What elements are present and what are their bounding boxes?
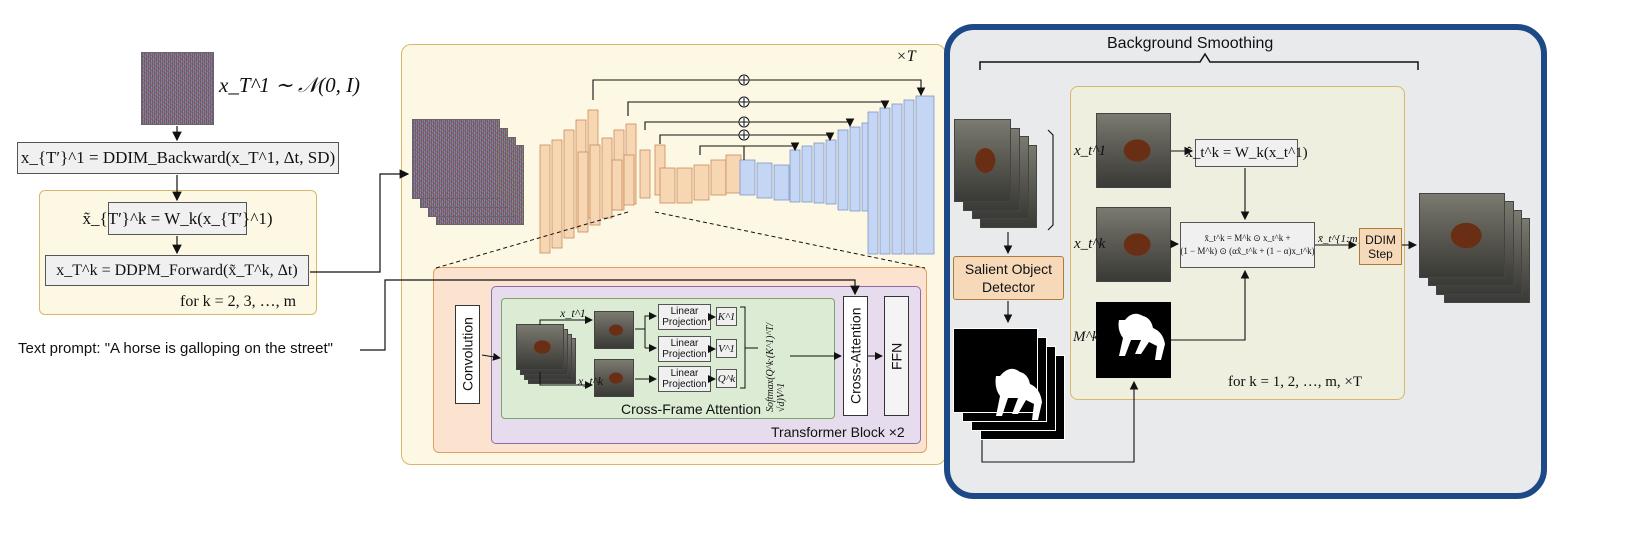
k1-box: K^1 xyxy=(716,307,737,326)
blend-box: x̄_t^k = M^k ⊙ x_t^k + (1 − M^k) ⊙ (αx̂_… xyxy=(1180,222,1315,268)
sm-xtk-label: x_t^k xyxy=(1074,236,1106,252)
ddpm-forward-label: x_T^k = DDPM_Forward(x̃_T^k, Δt) xyxy=(56,261,298,279)
blend-line1: x̄_t^k = M^k ⊙ x_t^k + xyxy=(1204,233,1291,243)
transformer-block-label: Transformer Block ×2 xyxy=(771,424,905,440)
xt1-frame xyxy=(1096,113,1171,188)
unet-times-label: ×T xyxy=(896,48,916,65)
initial-noise-image xyxy=(141,52,214,125)
ddim-step-box: DDIM Step xyxy=(1359,228,1402,265)
noise-formula: x_T^1 ∼ 𝒩(0, I) xyxy=(219,73,361,97)
linear-projection-2-label: Linear Projection xyxy=(662,338,707,360)
xtk-frame xyxy=(1096,207,1171,282)
cf-xt1-label: x_t^1 xyxy=(560,306,586,320)
warp-label: x̃_{T′}^k = W_k(x_{T′}^1) xyxy=(82,208,273,228)
noisy-frame-stack-1 xyxy=(412,119,500,199)
unet-encoder xyxy=(539,109,742,254)
sm-warp-label: x̂_t^k = W_k(x_t^1) xyxy=(1185,144,1308,161)
sm-warp-box: x̂_t^k = W_k(x_t^1) xyxy=(1185,139,1308,167)
cf-frame-current xyxy=(594,359,634,397)
ddim-step-label: DDIM Step xyxy=(1365,232,1396,261)
cf-frame-first xyxy=(594,311,634,349)
linear-projection-1: Linear Projection xyxy=(658,304,711,330)
salient-detector-box: Salient Object Detector xyxy=(953,256,1064,300)
v1-box: V^1 xyxy=(716,339,737,358)
left-loop-label: for k = 2, 3, …, m xyxy=(180,293,297,310)
sm-input-stack-1 xyxy=(954,119,1011,202)
blend-line2: (1 − M^k) ⊙ (αx̂_t^k + (1 − α)x_t^k) xyxy=(1180,246,1315,256)
ddim-backward-box: x_{T′}^1 = DDIM_Backward(x_T^1, Δt, SD) xyxy=(17,142,339,174)
linear-projection-2: Linear Projection xyxy=(658,336,711,362)
linear-projection-3-label: Linear Projection xyxy=(662,368,707,390)
linear-projection-3: Linear Projection xyxy=(658,366,711,392)
smoothing-title: Background Smoothing xyxy=(1107,35,1274,52)
sm-xt1-label: x_t^1 xyxy=(1074,143,1107,159)
sm-mk-label: M^k xyxy=(1073,329,1099,345)
cross-frame-label: Cross-Frame Attention xyxy=(621,401,762,417)
sm-loop-label: for k = 1, 2, …, m, ×T xyxy=(1228,374,1362,390)
v1-label: V^1 xyxy=(718,342,735,355)
linear-projection-1-label: Linear Projection xyxy=(662,306,707,328)
sm-output-stack-1 xyxy=(1419,193,1505,278)
cf-stack-1 xyxy=(516,324,564,370)
qk-box: Q^k xyxy=(716,369,737,388)
ddpm-forward-box: x_T^k = DDPM_Forward(x̃_T^k, Δt) xyxy=(45,255,309,286)
warp-box: x̃_{T′}^k = W_k(x_{T′}^1) xyxy=(83,202,272,235)
k1-label: K^1 xyxy=(717,310,736,323)
unet-decoder xyxy=(739,95,935,255)
salient-detector-label: Salient Object Detector xyxy=(964,261,1053,295)
ddim-backward-label: x_{T′}^1 = DDIM_Backward(x_T^1, Δt, SD) xyxy=(20,148,336,167)
qk-label: Q^k xyxy=(717,372,736,385)
text-prompt: Text prompt: "A horse is galloping on th… xyxy=(18,340,333,357)
